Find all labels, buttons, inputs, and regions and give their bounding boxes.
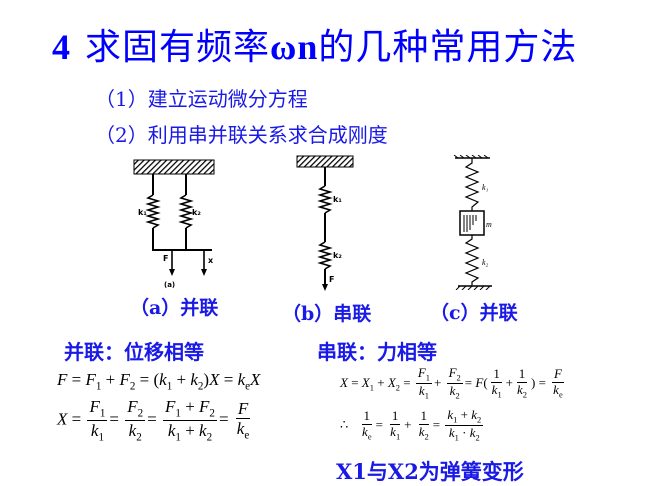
title-text-after: 的几种常用方法 (318, 27, 578, 68)
svg-text:F: F (329, 275, 334, 284)
svg-text:k₁: k₁ (333, 195, 342, 204)
parallel-equation-1: F = F1 + F2 = (k1 + k2)X = keX (57, 370, 261, 393)
point-1-label: （1） (95, 87, 148, 111)
title-number: 4 (52, 27, 71, 67)
figure-c-mass-spring: k₁ m k₂ (453, 155, 492, 290)
title-omega: ωn (270, 27, 319, 67)
parallel-heading: 并联：位移相等 (64, 340, 204, 364)
point-2: （2）利用串并联关系求合成刚度 (95, 119, 388, 148)
svg-text:(a): (a) (164, 281, 175, 289)
point-2-label: （2） (95, 123, 148, 147)
caption-c: （c）并联 (430, 302, 518, 324)
caption-a: （a）并联 (130, 297, 219, 319)
svg-text:x: x (208, 256, 214, 265)
page-title: 4 求固有频率ωn的几种常用方法 (52, 18, 577, 70)
series-heading: 串联：力相等 (317, 340, 437, 364)
svg-text:k₂: k₂ (482, 258, 489, 267)
svg-text:k₁: k₁ (138, 208, 147, 217)
svg-text:m: m (486, 220, 492, 229)
title-text-before: 求固有频率 (85, 27, 271, 68)
svg-text:F: F (163, 254, 168, 263)
caption-b: （b）串联 (282, 303, 372, 325)
point-1: （1）建立运动微分方程 (95, 83, 308, 112)
svg-text:k₁: k₁ (482, 183, 489, 192)
figure-a-parallel-springs: k₁ k₂ F x (a) (133, 159, 215, 289)
svg-text:k₂: k₂ (333, 251, 342, 260)
svg-text:k₂: k₂ (192, 208, 201, 217)
figure-b-series-springs: k₁ k₂ F (296, 155, 354, 291)
point-2-text: 利用串并联关系求合成刚度 (147, 123, 388, 147)
point-1-text: 建立运动微分方程 (147, 87, 308, 111)
deformation-note: X1与X2为弹簧变形 (336, 459, 524, 484)
